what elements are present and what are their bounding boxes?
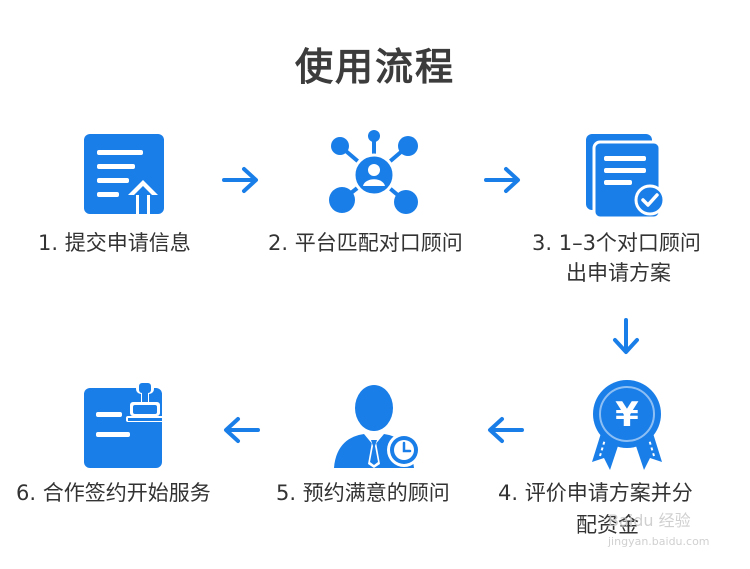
contract-stamp-icon [84, 380, 164, 468]
step-3-label-line2: 出申请方案 [566, 261, 671, 285]
advisor-clock-icon [334, 385, 421, 468]
network-match-icon [329, 130, 418, 214]
step-3-label-line1: 3. 1–3个对口顾问 [532, 231, 701, 255]
step-6-label: 6. 合作签约开始服务 [16, 481, 211, 505]
arrow-left-icon [488, 417, 524, 443]
arrow-left-icon [224, 417, 260, 443]
form-upload-icon [84, 134, 164, 214]
svg-text:¥: ¥ [615, 395, 639, 435]
page-title: 使用流程 [294, 45, 455, 89]
step-1-label: 1. 提交申请信息 [38, 231, 191, 255]
step-4-label-line2: 配资金 [576, 513, 639, 537]
step-5-label: 5. 预约满意的顾问 [276, 481, 450, 505]
yuan-medal-icon: ¥ [592, 380, 662, 470]
arrow-right-icon [484, 167, 520, 193]
arrow-down-icon [613, 318, 639, 354]
documents-check-icon [586, 134, 666, 218]
step-4-label-line1: 4. 评价申请方案并分 [498, 481, 693, 505]
watermark-url: jingyan.baidu.com [608, 535, 710, 548]
step-2-label: 2. 平台匹配对口顾问 [268, 231, 463, 255]
arrow-right-icon [222, 167, 258, 193]
watermark-text: Baidu 经验 [608, 511, 691, 530]
